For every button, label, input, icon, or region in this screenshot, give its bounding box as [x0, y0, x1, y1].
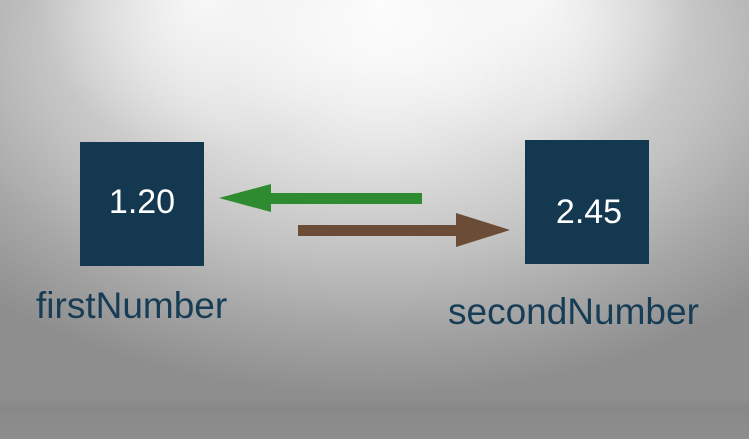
first-number-label: firstNumber — [36, 285, 228, 326]
second-number-box: 2.45 — [525, 140, 649, 264]
arrow-left-icon — [219, 184, 422, 212]
first-number-value: 1.20 — [108, 182, 176, 221]
arrow-right-icon — [298, 213, 510, 247]
first-number-box: 1.20 — [80, 142, 204, 266]
background-floor — [0, 399, 749, 439]
second-number-value: 2.45 — [555, 192, 623, 231]
second-number-label: secondNumber — [448, 291, 699, 332]
